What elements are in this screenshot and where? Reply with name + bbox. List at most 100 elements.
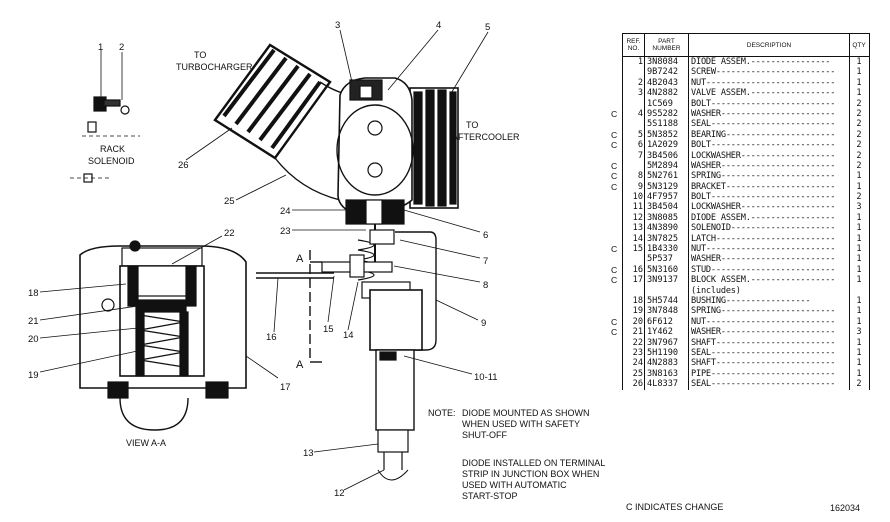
row-part-number: 4L8337 (645, 379, 689, 390)
row-qty: 1 (856, 67, 862, 78)
callout-24: 24 (280, 206, 291, 217)
row-qty: 1 (856, 264, 862, 275)
row-description: DIODE ASSEM.---------------- (689, 57, 850, 68)
row-description: NUT-------------------------- (689, 77, 850, 89)
header-description: DESCRIPTION (689, 34, 850, 56)
row-ref: 2 (623, 77, 645, 89)
row-ref: 11 (623, 202, 645, 213)
row-part-number: 3N7967 (645, 337, 689, 348)
callout-25: 25 (224, 196, 235, 207)
row-change-mark: C (611, 316, 618, 327)
row-ref: 7 (623, 150, 645, 161)
row-ref: 19 (623, 306, 645, 317)
row-ref-number: 8 (637, 171, 643, 182)
row-qty: 1 (856, 275, 862, 286)
row-part-number: 1B4330 (645, 244, 689, 255)
row-part-number: 3N8084 (645, 57, 689, 68)
row-qty: 3 (856, 202, 862, 213)
callout-7: 7 (483, 256, 488, 267)
row-part-number (645, 285, 689, 296)
row-part-number: 1Y462 (645, 327, 689, 338)
row-part-number: 4N2883 (645, 358, 689, 369)
row-part-number: 5P537 (645, 254, 689, 265)
row-qty: 1 (856, 254, 862, 265)
row-qty: 1 (856, 316, 862, 327)
note-diode-safety: DIODE MOUNTED AS SHOWN WHEN USED WITH SA… (462, 408, 590, 440)
row-part-number: 1A2029 (645, 140, 689, 151)
row-qty: 2 (856, 150, 862, 161)
callout-21: 21 (28, 316, 39, 327)
row-description: PIPE------------------------- (689, 368, 850, 380)
row-ref: 22 (623, 337, 645, 348)
row-description: NUT-------------------------- (689, 316, 850, 328)
row-description: BOLT------------------------- (689, 192, 850, 203)
callout-16: 16 (266, 332, 277, 343)
row-qty: 3 (856, 327, 862, 338)
callout-12: 12 (334, 488, 345, 499)
row-part-number: 5N3160 (645, 264, 689, 276)
row-ref-number: 4 (637, 108, 643, 119)
callout-3: 3 (335, 20, 340, 31)
row-qty: 1 (856, 306, 862, 317)
view-a-a-block (79, 240, 247, 431)
row-part-number: 4F7957 (645, 192, 689, 203)
row-ref-number: 10 (632, 192, 643, 203)
rack-solenoid-detail (70, 50, 140, 183)
row-qty: 1 (856, 77, 862, 88)
callout-10-11: 10-11 (474, 372, 498, 383)
row-ref (623, 285, 645, 296)
row-part-number: 4N2882 (645, 88, 689, 99)
header-qty: QTY (852, 41, 866, 49)
row-ref: 12 (623, 212, 645, 224)
solenoid (361, 281, 423, 481)
row-part-number: 1C569 (645, 98, 689, 109)
row-part-number: 9B7242 (645, 67, 689, 78)
row-description: SEAL------------------------- (689, 347, 850, 359)
row-part-number: 5N3129 (645, 181, 689, 193)
row-qty: 2 (856, 119, 862, 130)
to-aftercooler-label-1: TO (466, 120, 478, 130)
callout-22: 22 (224, 228, 235, 239)
row-change-mark: C (611, 108, 618, 119)
exploded-parts-drawing: TO TURBOCHARGER TO AFTERCOOLER RACK SOLE… (28, 20, 520, 499)
row-description: LOCKWASHER------------------- (689, 202, 850, 213)
change-legend: C INDICATES CHANGE (626, 502, 724, 512)
section-a-top-label: A (296, 253, 304, 265)
row-part-number: 4B2043 (645, 77, 689, 89)
row-ref (623, 254, 645, 265)
row-change-mark: C (611, 264, 618, 275)
row-ref-number: 26 (632, 379, 643, 390)
row-ref: 1 (623, 57, 645, 68)
row-part-number: 3N8085 (645, 212, 689, 224)
shaft-spring-latch (256, 224, 437, 351)
callout-2: 2 (119, 42, 124, 53)
row-change-mark: C (611, 275, 618, 286)
callout-15: 15 (323, 324, 334, 335)
callout-13: 13 (303, 448, 314, 459)
callout-14: 14 (343, 330, 354, 341)
row-change-mark: C (611, 181, 618, 192)
row-description: SHAFT------------------------ (689, 358, 850, 369)
drawing-number: 162034 (830, 503, 861, 513)
row-ref-number: 7 (637, 150, 643, 161)
row-ref: 25 (623, 368, 645, 380)
row-ref-number: 25 (632, 368, 643, 379)
row-part-number: 5N2761 (645, 171, 689, 182)
note-label: NOTE: (428, 408, 456, 418)
row-ref-number: 5 (637, 129, 643, 140)
